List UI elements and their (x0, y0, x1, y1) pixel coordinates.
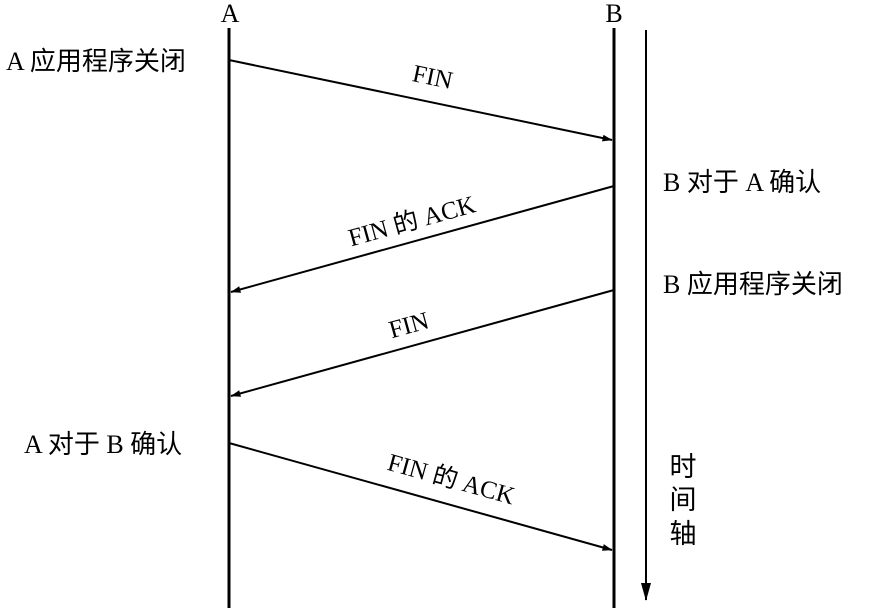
message-label-fin-b-to-a: FIN (386, 307, 432, 344)
message-arrow-fin-a-to-b (228, 59, 613, 142)
message-arrow-fin-ack-b-to-a (230, 185, 615, 293)
time-axis-char-2: 间 (670, 485, 697, 515)
message-arrow-fin-b-to-a (230, 289, 615, 397)
time-axis-char-3: 轴 (670, 519, 697, 549)
host-b-label: B (605, 0, 622, 28)
event-b-app-close: B 应用程序关闭 (663, 270, 843, 299)
host-a-label: A (221, 0, 240, 28)
message-label-fin-ack-a-to-b: FIN 的 ACK (385, 448, 518, 510)
message-arrow-fin-ack-a-to-b (228, 442, 613, 551)
event-b-ack-a: B 对于 A 确认 (663, 168, 821, 197)
time-axis-char-1: 时 (670, 452, 697, 482)
message-label-fin-a-to-b: FIN (410, 60, 455, 95)
event-a-ack-b: A 对于 B 确认 (24, 430, 182, 459)
event-a-app-close: A 应用程序关闭 (6, 47, 186, 76)
